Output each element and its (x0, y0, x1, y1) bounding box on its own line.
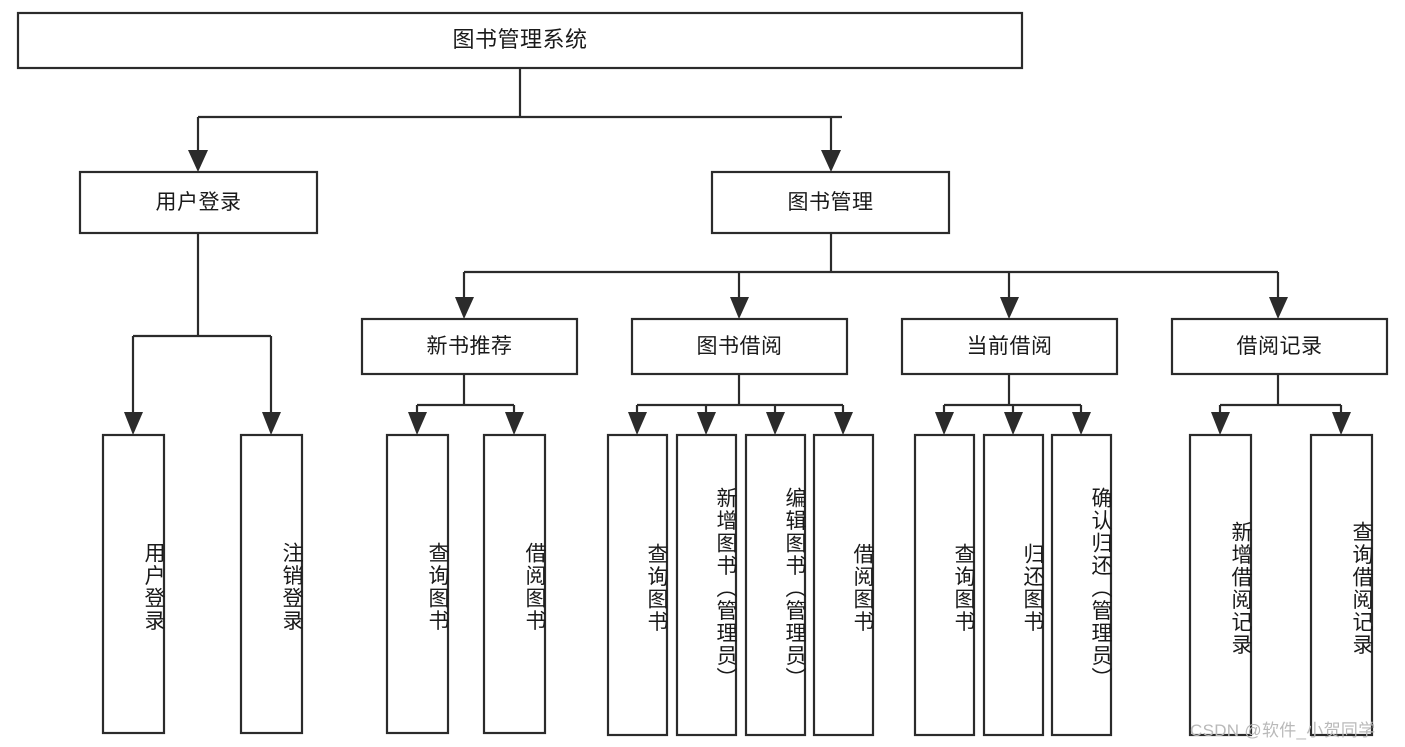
arrow-head-leaf-logout (262, 412, 281, 435)
node-box-leaf-logout[interactable] (239, 433, 304, 735)
node-box-leaf-query-book-borrow[interactable] (606, 433, 669, 737)
arrow-head-leaf-query-book-borrow (628, 412, 647, 435)
connector-group-book-borrow-children (628, 374, 853, 435)
arrow-head-leaf-query-borrow-record (1332, 412, 1351, 435)
node-box-new-book-recommend[interactable] (360, 317, 579, 376)
connector-group-root-to-level1 (188, 68, 842, 172)
arrow-head-leaf-edit-book-admin (766, 412, 785, 435)
arrow-head-leaf-confirm-return-admin (1072, 412, 1091, 435)
node-box-leaf-borrow-book[interactable] (812, 433, 875, 737)
node-box-book-management[interactable] (710, 170, 951, 235)
node-box-current-borrow[interactable] (900, 317, 1119, 376)
node-box-leaf-user-login[interactable] (101, 433, 166, 735)
node-box-root[interactable] (16, 11, 1024, 70)
node-box-user-login[interactable] (78, 170, 319, 235)
arrow-head-leaf-return-book (1004, 412, 1023, 435)
csdn-watermark: CSDN @软件_小贺同学 (1190, 721, 1376, 740)
arrow-head-new-book-recommend (455, 297, 474, 319)
connector-group-book-management-children (455, 233, 1288, 319)
arrow-head-current-borrow (1000, 297, 1019, 319)
arrow-head-leaf-borrow-book (834, 412, 853, 435)
arrow-head-leaf-user-login (124, 412, 143, 435)
arrow-head-leaf-query-book-new (408, 412, 427, 435)
node-box-leaf-borrow-book-new[interactable] (482, 433, 547, 735)
connector-group-borrow-record-children (1211, 374, 1351, 435)
arrow-head-book-management (821, 150, 841, 172)
node-box-leaf-add-borrow-record[interactable] (1188, 433, 1253, 737)
arrow-head-leaf-add-borrow-record (1211, 412, 1230, 435)
arrow-head-user-login (188, 150, 208, 172)
arrow-head-borrow-record (1269, 297, 1288, 319)
arrow-head-leaf-borrow-book-new (505, 412, 524, 435)
node-box-leaf-query-borrow-record[interactable] (1309, 433, 1374, 737)
node-box-leaf-return-book[interactable] (982, 433, 1045, 737)
node-box-leaf-query-book-new[interactable] (385, 433, 450, 735)
node-box-book-borrow[interactable] (630, 317, 849, 376)
node-box-leaf-edit-book-admin[interactable] (744, 433, 807, 737)
node-box-borrow-record[interactable] (1170, 317, 1389, 376)
node-box-leaf-query-book-current[interactable] (913, 433, 976, 737)
arrow-head-leaf-query-book-current (935, 412, 954, 435)
arrow-head-leaf-add-book-admin (697, 412, 716, 435)
connector-group-new-book-recommend-children (408, 374, 524, 435)
connector-group-current-borrow-children (935, 374, 1091, 435)
connector-group-user-login-children (124, 233, 281, 435)
node-box-leaf-confirm-return-admin[interactable] (1050, 433, 1113, 737)
node-box-leaf-add-book-admin[interactable] (675, 433, 738, 737)
arrow-head-book-borrow (730, 297, 749, 319)
